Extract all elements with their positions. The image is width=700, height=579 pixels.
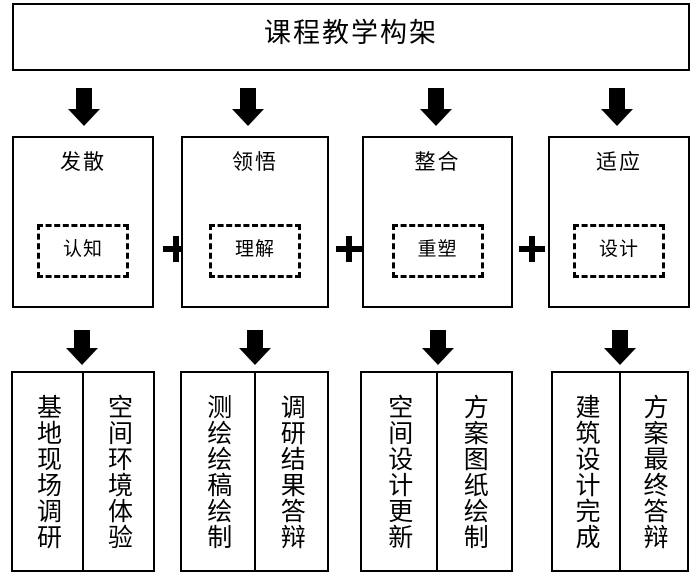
stage-box-comprehend: 领悟 理解 — [181, 136, 329, 308]
stage-inner-label-diverge: 认知 — [62, 238, 103, 260]
task-box-diverge: 基地现场调研 空间环境体验 — [11, 371, 155, 572]
plus-icon-1 — [163, 236, 189, 262]
stage-inner-box-diverge: 认知 — [37, 224, 129, 278]
task-label: 测绘绘稿绘制 — [203, 393, 233, 550]
arrow-head — [604, 348, 636, 365]
arrow-shaft — [609, 88, 625, 110]
stage-box-diverge: 发散 认知 — [12, 136, 154, 308]
down-arrow-icon-title-to-adapt — [601, 88, 633, 126]
diagram-title-box: 课程教学构架 — [12, 3, 690, 71]
task-cell: 基地现场调研 — [13, 373, 82, 570]
stage-inner-box-comprehend: 理解 — [209, 224, 301, 278]
plus-icon-3 — [519, 236, 545, 262]
arrow-shaft — [430, 330, 446, 349]
stage-label-adapt: 适应 — [596, 150, 642, 174]
task-cell: 调研结果答辩 — [253, 373, 328, 570]
down-arrow-icon-adapt-to-tasks — [604, 330, 636, 365]
task-label: 调研结果答辩 — [277, 393, 307, 550]
arrow-head — [420, 109, 452, 126]
task-cell: 测绘绘稿绘制 — [182, 373, 254, 570]
arrow-shaft — [240, 88, 256, 110]
arrow-head — [422, 348, 454, 365]
task-label: 建筑设计完成 — [572, 393, 601, 550]
arrow-head — [601, 109, 633, 126]
plus-icon-2 — [336, 236, 362, 262]
task-cell: 方案图纸绘制 — [435, 373, 512, 570]
arrow-shaft — [247, 330, 263, 349]
task-cell: 空间设计更新 — [362, 373, 436, 570]
task-cell: 空间环境体验 — [82, 373, 153, 570]
page-title: 课程教学构架 — [264, 17, 438, 49]
arrow-head — [232, 109, 264, 126]
task-box-integrate: 空间设计更新 方案图纸绘制 — [360, 371, 513, 572]
stage-inner-box-adapt: 设计 — [573, 224, 665, 278]
stage-inner-label-comprehend: 理解 — [234, 238, 275, 260]
down-arrow-icon-diverge-to-tasks — [66, 330, 98, 365]
down-arrow-icon-integrate-to-tasks — [422, 330, 454, 365]
stage-inner-label-adapt: 设计 — [598, 238, 639, 260]
stage-box-adapt: 适应 设计 — [548, 136, 690, 308]
arrow-shaft — [76, 88, 92, 110]
down-arrow-icon-title-to-comprehend — [232, 88, 264, 126]
arrow-shaft — [612, 330, 628, 349]
arrow-head — [66, 348, 98, 365]
stage-inner-label-integrate: 重塑 — [417, 238, 458, 260]
arrow-shaft — [428, 88, 444, 110]
down-arrow-icon-comprehend-to-tasks — [239, 330, 271, 365]
task-label: 基地现场调研 — [33, 393, 63, 550]
task-label: 方案图纸绘制 — [460, 393, 490, 550]
down-arrow-icon-title-to-diverge — [68, 88, 100, 126]
arrow-head — [68, 109, 100, 126]
stage-inner-box-integrate: 重塑 — [391, 224, 484, 278]
task-cell: 方案最终答辩 — [619, 373, 687, 570]
task-box-adapt: 建筑设计完成 方案最终答辩 — [551, 371, 689, 572]
stage-label-comprehend: 领悟 — [232, 150, 278, 174]
arrow-shaft — [74, 330, 90, 349]
down-arrow-icon-title-to-integrate — [420, 88, 452, 126]
task-box-comprehend: 测绘绘稿绘制 调研结果答辩 — [180, 371, 329, 572]
task-label: 方案最终答辩 — [640, 393, 669, 550]
stage-label-diverge: 发散 — [60, 150, 106, 174]
stage-label-integrate: 整合 — [414, 150, 461, 174]
arrow-head — [239, 348, 271, 365]
task-label: 空间环境体验 — [104, 393, 134, 550]
task-label: 空间设计更新 — [384, 393, 414, 550]
task-cell: 建筑设计完成 — [553, 373, 619, 570]
stage-box-integrate: 整合 重塑 — [362, 136, 513, 308]
